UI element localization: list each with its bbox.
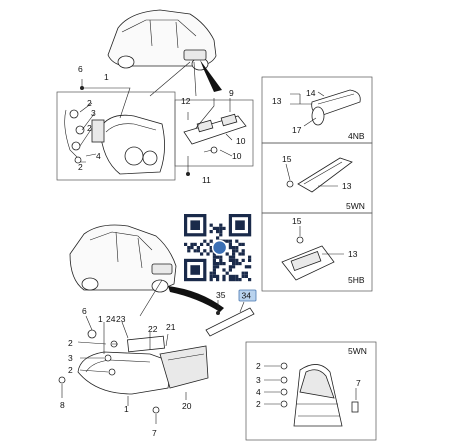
callout-2-top-a: 2 [87, 98, 92, 108]
qr-code-icon [184, 214, 252, 282]
box-5wn-tail-lamp [245, 341, 377, 441]
callout-24: 24 [106, 314, 116, 324]
callout-3-top: 3 [91, 108, 96, 118]
variant-5wn-bottom-label: 5WN [348, 346, 367, 356]
callout-1-top: 1 [104, 72, 109, 82]
callout-23: 23 [116, 314, 126, 324]
variant-5wn-label: 5WN [346, 201, 365, 211]
variant-4nb-label: 4NB [348, 131, 365, 141]
arrow-to-brake-light [200, 60, 222, 92]
callout-15-5hb: 15 [292, 216, 302, 226]
hatchback-car-illustration [69, 224, 177, 293]
tail-lamp-5wn [280, 362, 359, 427]
license-lamp-assembly [183, 113, 247, 154]
callout-2-br-a: 2 [256, 361, 261, 371]
callout-7-br: 7 [356, 378, 361, 388]
callout-1-bottom: 1 [124, 404, 129, 414]
callout-15: 15 [282, 154, 292, 164]
callout-35: 35 [216, 290, 226, 300]
callout-14: 14 [306, 88, 316, 98]
callout-3-bottom: 3 [68, 353, 73, 363]
callout-6: 6 [78, 64, 83, 74]
callout-34[interactable]: 34 [242, 291, 252, 301]
callout-17: 17 [292, 125, 302, 135]
callout-13-5wn: 13 [342, 181, 352, 191]
callout-4-top: 4 [96, 151, 101, 161]
rear-reflector-34 [205, 307, 255, 337]
callout-34-highlight[interactable] [238, 289, 257, 302]
callout-12: 12 [181, 96, 191, 106]
callout-9: 9 [229, 88, 234, 98]
callout-3-br: 3 [256, 375, 261, 385]
high-mount-stop-lamp-5wn [286, 157, 353, 193]
callout-2-br-b: 2 [256, 399, 261, 409]
callout-1-bottom-top: 1 [98, 314, 103, 324]
callout-10-a: 10 [236, 136, 246, 146]
high-mount-stop-lamp-5hb [281, 236, 335, 281]
callout-11: 11 [202, 175, 211, 185]
callout-7-bottom-left: 7 [152, 428, 157, 438]
leader-arrow [193, 61, 197, 97]
arrow-to-reflector [168, 286, 224, 312]
tail-lamp-hatchback [58, 329, 209, 414]
callout-6-bottom: 6 [82, 306, 87, 316]
high-mount-stop-lamp-4nb [311, 89, 361, 126]
callout-21: 21 [166, 322, 176, 332]
callout-13-5hb: 13 [348, 249, 358, 259]
callout-2-top-c: 2 [78, 162, 83, 172]
callout-2-bottom-a: 2 [68, 338, 73, 348]
callout-22: 22 [148, 324, 158, 334]
callout-13-4nb: 13 [272, 96, 282, 106]
callout-20: 20 [182, 401, 192, 411]
box-5hb [261, 212, 373, 292]
callout-8: 8 [60, 400, 65, 410]
tail-lamp-sedan [91, 114, 165, 175]
variant-5hb-label: 5HB [348, 275, 365, 285]
callout-2-bottom-b: 2 [68, 365, 73, 375]
callout-4-br: 4 [256, 387, 261, 397]
bulb-socket-group [64, 109, 85, 164]
callout-2-top-b: 2 [87, 123, 92, 133]
callout-10-b: 10 [232, 151, 242, 161]
sedan-car-illustration [107, 9, 217, 71]
